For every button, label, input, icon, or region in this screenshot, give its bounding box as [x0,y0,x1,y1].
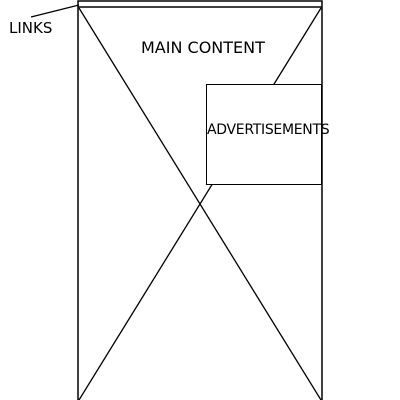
advertisements-label: ADVERTISEMENTS [207,122,330,138]
advertisements-box: ADVERTISEMENTS [206,84,330,185]
main-content-cross-b [78,7,322,400]
links-callout-line [30,4,80,18]
page-frame [77,0,323,400]
main-content-label: MAIN CONTENT [141,38,265,57]
links-label: LINKS [9,19,53,37]
